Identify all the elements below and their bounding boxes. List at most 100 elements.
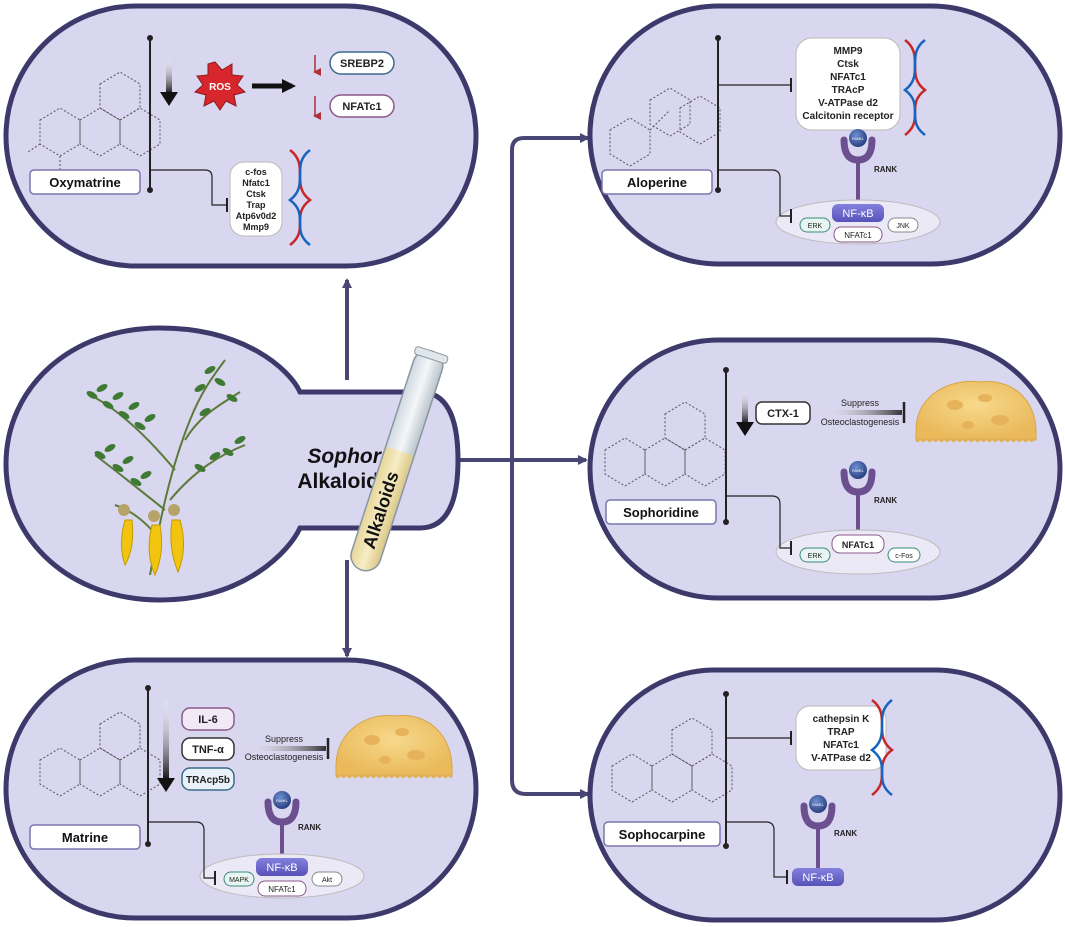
axis-dot-top [145,685,151,691]
axis-dot-top [147,35,153,41]
jnk-label: JNK [896,223,910,230]
gene-list: cathepsin K TRAP NFATc1 V-ATPase d2 [811,714,871,764]
akt-pill [311,871,343,887]
suppress-label: Suppress [841,398,880,408]
panel-oxymatrine: Oxymatrine ROS SREBP2 NFATc1 c-fos Nfatc… [3,3,479,269]
gene-list: MMP9 Ctsk NFATc1 TRAcP V-ATPase d2 Calci… [802,46,893,122]
rankl-ligand [849,129,867,147]
panel-aloperine: Aloperine MMP9 Ctsk NFATc1 TRAcP V-ATPas… [587,3,1063,267]
axis-dot-top [715,35,721,41]
gene-item: Nfatc1 [242,178,270,188]
gene-item: V-ATPase d2 [811,753,871,764]
compound-name: Aloperine [627,175,687,190]
mapk-pill [223,871,255,887]
rankl-label: RANKL [812,803,824,807]
nfatc1-label: NFATc1 [342,101,381,113]
nfatc1-label: NFATc1 [842,540,874,550]
axis-dot-top [723,691,729,697]
compound-label-box [29,169,141,195]
arrow-trunk [510,133,590,151]
nfkb-box [792,868,844,886]
ctx1-pill [755,401,811,425]
axis-dot-bottom [145,841,151,847]
srebp2-label: SREBP2 [340,58,384,70]
nfkb-box [832,204,884,222]
molecule-structure [604,401,726,487]
nfatc1-pill [831,534,885,554]
ctx1-label: CTX-1 [767,408,799,420]
rankl-ligand [273,791,291,809]
molecule-structure [27,71,161,175]
gene-item: Ctsk [837,59,859,70]
ros-burst [193,61,247,111]
rank-cup [264,798,300,826]
gene-item: Trap [246,200,266,210]
nfkb-label: NF-κB [842,208,873,220]
cfos-pill [887,547,921,563]
suppress-bar [240,746,326,751]
rank-label: RANK [874,165,897,174]
molecule-structure [609,87,721,167]
axis-dot-top [723,367,729,373]
gene-item: TRAcP [832,85,865,96]
down-arrow-shaft [742,390,748,424]
down-arrow-head [160,92,178,106]
complex-inhibition-line [726,495,790,549]
erk-pill [799,217,831,233]
rank-cup [800,802,836,830]
suppress-bar [816,410,902,415]
gene-item: NFATc1 [830,72,866,83]
compound-label-box [603,821,721,847]
osteoclastogenesis-label: Osteoclastogenesis [245,752,324,762]
panel-background [587,667,1063,923]
cfos-label: c-Fos [895,553,913,560]
rankl-label: RANKL [852,137,864,141]
nfkb-label: NF-κB [266,862,297,874]
gene-item: V-ATPase d2 [818,98,878,109]
axis-dot-bottom [147,187,153,193]
down-arrow-shaft [163,700,169,780]
panel-background [587,3,1063,267]
gene-item: MMP9 [834,46,863,57]
rankl-label: RANKL [852,469,864,473]
tracp5b-pill [181,767,235,791]
tracp5b-label: TRAcp5b [186,775,230,786]
gene-item: NFATc1 [823,740,859,751]
panel-sophocarpine: Sophocarpine cathepsin K TRAP NFATc1 V-A… [587,667,1063,923]
gene-item: Ctsk [246,189,267,199]
axis-dot-bottom [723,519,729,525]
srebp2-pill [329,51,395,75]
erk-label: ERK [808,553,823,560]
nfatc1-label: NFATc1 [844,231,872,240]
gene-item: Atp6v0d2 [236,211,277,221]
gene-list-box [229,161,283,237]
il6-pill [181,707,235,731]
molecule-structure [611,717,733,803]
center-title-line2: Alkaloids [297,470,390,493]
rank-label: RANK [834,829,857,838]
arrow-to-sophocarpine [510,779,590,799]
gene-list: c-fos Nfatc1 Ctsk Trap Atp6v0d2 Mmp9 [236,167,277,232]
axis-dot-bottom [723,843,729,849]
mapk-label: MAPK [229,877,249,884]
dna-helix-icon [869,699,895,796]
rank-label: RANK [874,496,897,505]
molecule-structure [39,711,161,797]
compound-label-box [601,169,713,195]
compound-name: Matrine [62,830,108,845]
nfatc1-pill [329,94,395,118]
rank-label: RANK [298,823,321,832]
gene-inhibition-line [150,169,226,206]
dna-helix-icon [287,149,313,246]
gene-item: c-fos [245,167,267,177]
rankl-ligand [849,461,867,479]
osteoclast-bone-icon [915,380,1037,442]
complex-inhibition-line [718,169,790,217]
dna-helix-icon [902,39,928,136]
gene-item: cathepsin K [813,714,870,725]
down-arrow-head [157,778,175,792]
nfkb-inhibition-line [726,821,786,878]
nfkb-label: NF-κB [802,872,833,884]
connector-arrows [342,133,590,799]
compound-label-box [29,824,141,850]
